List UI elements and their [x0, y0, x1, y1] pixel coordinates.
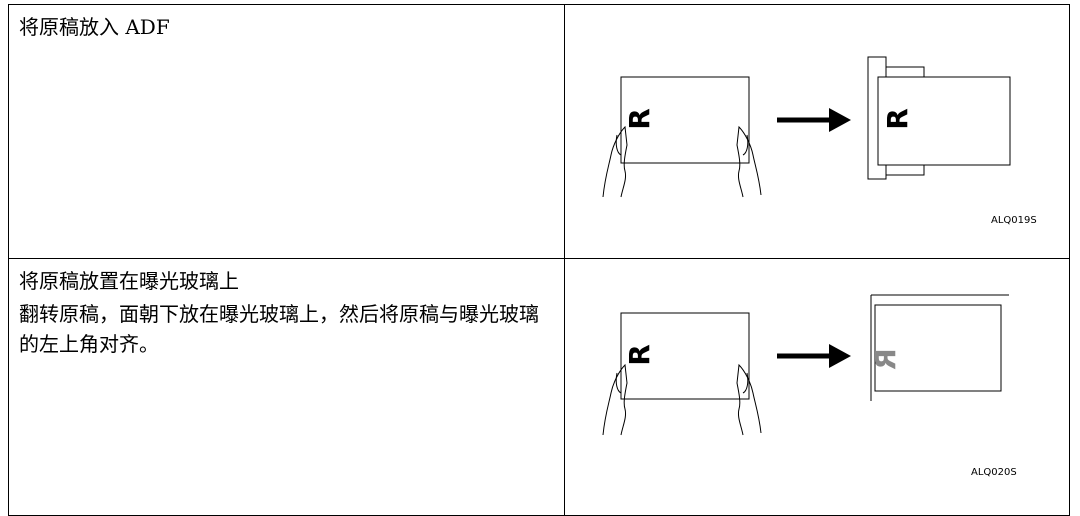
figure-code-glass: ALQ020S — [971, 467, 1017, 478]
r-glyph-adf: R — [881, 108, 914, 130]
original-sheet — [620, 76, 750, 164]
right-hand-finger — [742, 372, 749, 394]
illustration-adf: R R — [565, 5, 1069, 258]
illustration-cell-adf: R R — [564, 4, 1070, 259]
right-hand-icon — [736, 125, 762, 198]
left-hand-icon — [602, 363, 628, 436]
r-glyph: R — [623, 344, 656, 366]
figure-code-adf: ALQ019S — [991, 215, 1037, 226]
left-hand-icon — [602, 125, 628, 198]
left-hand-finger — [615, 134, 622, 156]
adf-sheet — [877, 76, 1011, 166]
glass-sheet — [874, 304, 1002, 392]
right-hand-icon — [736, 363, 762, 436]
right-hand-finger — [742, 134, 749, 156]
arrow-icon — [829, 108, 851, 132]
row-title-adf: 将原稿放入 ADF — [19, 15, 170, 39]
illustration-glass: R R ALQ020S — [565, 259, 1069, 515]
adf-placement-illustration: R R — [602, 56, 1037, 226]
illustration-cell-glass: R R ALQ020S — [564, 258, 1070, 516]
original-sheet — [620, 312, 750, 400]
svg-text:R: R — [623, 108, 656, 130]
glass-placement-illustration: R R ALQ020S — [602, 294, 1017, 478]
adf-guide-top — [885, 66, 925, 78]
r-glyph: R — [623, 108, 656, 130]
svg-text:R: R — [869, 348, 902, 370]
svg-text:R: R — [881, 108, 914, 130]
text-cell-adf: 将原稿放入 ADF — [8, 4, 565, 259]
adf-guide-bottom — [885, 164, 925, 176]
left-hand-finger — [615, 372, 622, 394]
table-row: 将原稿放入 ADF R — [8, 4, 1070, 259]
svg-text:R: R — [623, 344, 656, 366]
arrow-icon — [829, 344, 851, 368]
table-row: 将原稿放置在曝光玻璃上 翻转原稿，面朝下放在曝光玻璃上，然后将原稿与曝光玻璃的左… — [8, 258, 1070, 516]
instruction-table: 将原稿放入 ADF R — [8, 4, 1070, 516]
row-title-glass: 将原稿放置在曝光玻璃上 — [19, 269, 239, 293]
r-glyph-mirrored: R — [869, 348, 902, 370]
row-description-glass: 翻转原稿，面朝下放在曝光玻璃上，然后将原稿与曝光玻璃的左上角对齐。 — [19, 302, 539, 356]
text-cell-glass: 将原稿放置在曝光玻璃上 翻转原稿，面朝下放在曝光玻璃上，然后将原稿与曝光玻璃的左… — [8, 258, 565, 516]
